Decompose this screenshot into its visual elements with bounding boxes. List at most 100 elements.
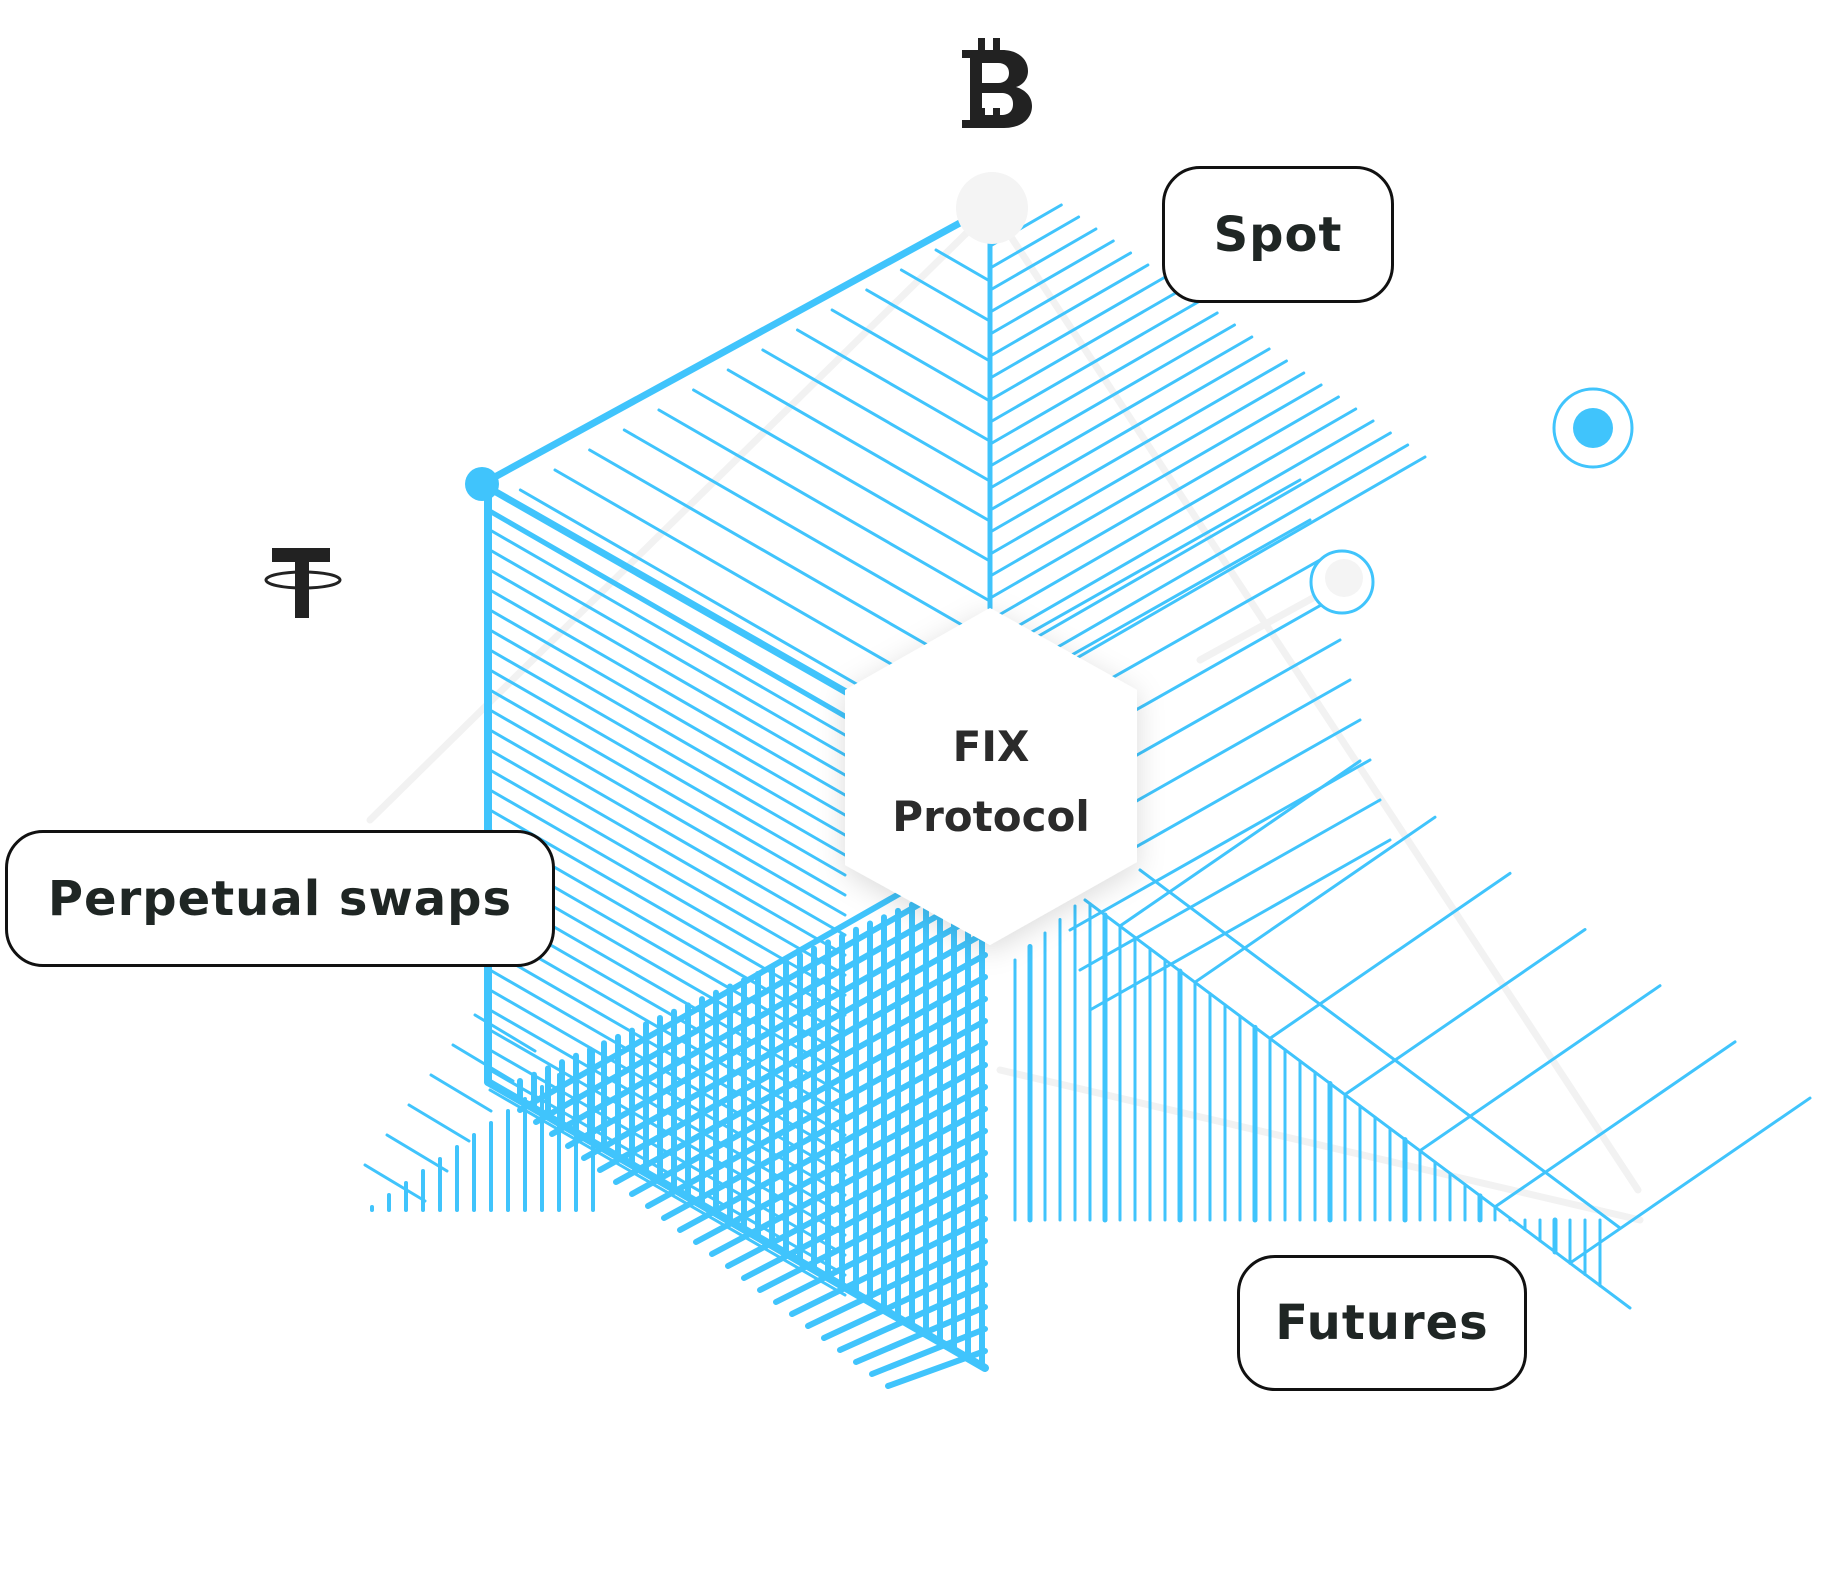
hatch-line: [488, 668, 847, 877]
hatch-line: [990, 215, 1081, 269]
hatch-line: [451, 1043, 515, 1083]
lower-left-face-hatching: [517, 842, 988, 1389]
hatch-line: [990, 227, 1098, 291]
hatch-line: [773, 1194, 988, 1305]
hatch-line: [869, 1326, 988, 1377]
hatch-line: [581, 930, 988, 1161]
hatch-line: [488, 688, 847, 897]
hatch-line: [1493, 1040, 1737, 1209]
hatch-line: [789, 1216, 988, 1317]
hatch-line: [998, 478, 1302, 652]
hexagon-title-line1: FIX: [952, 722, 1030, 771]
hatch-line: [385, 1133, 449, 1173]
spot-label-text: Spot: [1213, 206, 1343, 263]
left-vertex-node: [465, 467, 499, 501]
hatch-line: [363, 1163, 427, 1203]
hatch-line: [990, 395, 1340, 599]
spot-label[interactable]: Spot: [1162, 166, 1394, 303]
hatch-line: [1418, 984, 1662, 1153]
hatch-line: [1268, 871, 1512, 1040]
hatch-line: [661, 1040, 988, 1221]
perpetual-swaps-label[interactable]: Perpetual swaps: [5, 830, 555, 967]
hatch-line: [488, 648, 847, 857]
hatch-line: [830, 308, 990, 402]
left-fan-hatching: [363, 1013, 595, 1212]
hatch-line: [488, 508, 847, 717]
hatch-line: [865, 288, 990, 362]
hatch-line: [709, 1106, 988, 1257]
hatch-line: [677, 1062, 988, 1233]
hatch-line: [741, 1150, 988, 1281]
hatch-line: [407, 1103, 471, 1143]
edge-left-to-top: [478, 208, 984, 488]
hatch-line: [1078, 798, 1382, 972]
hatch-line: [597, 952, 988, 1173]
hatch-line: [488, 588, 847, 797]
hatch-line: [990, 251, 1133, 335]
hatch-line: [693, 1084, 988, 1245]
upper-right-face-hatching: [990, 203, 1427, 1012]
hatch-line: [692, 388, 990, 562]
hatch-line: [990, 311, 1219, 445]
hatch-line: [488, 748, 847, 957]
futures-label[interactable]: Futures: [1237, 1255, 1527, 1391]
hatch-line: [990, 371, 1306, 555]
hatch-line: [629, 996, 988, 1197]
hatch-line: [899, 268, 990, 322]
hatch-line: [645, 1018, 988, 1209]
hatch-line: [588, 448, 990, 682]
hatch-line: [990, 299, 1202, 423]
hatch-line: [549, 886, 988, 1137]
hatch-line: [990, 263, 1150, 357]
hatch-line: [726, 368, 990, 522]
hatch-line: [1138, 868, 1622, 1230]
hatch-line: [488, 628, 847, 837]
hatch-line: [429, 1073, 493, 1113]
hatch-line: [990, 419, 1375, 643]
perpetual-swaps-label-text: Perpetual swaps: [47, 870, 513, 927]
hatch-line: [1118, 759, 1362, 928]
hatch-line: [488, 608, 847, 817]
hatch-line: [990, 275, 1167, 379]
lower-right-face-hatching: [1013, 759, 1812, 1288]
hatch-line: [757, 1172, 988, 1293]
hatch-line: [821, 1260, 988, 1341]
hatch-line: [657, 408, 990, 602]
bitcoin-icon: [962, 38, 1032, 128]
hatch-line: [990, 383, 1323, 577]
fix-protocol-hexagon: [845, 608, 1137, 945]
hexagon-title-line2: Protocol: [892, 792, 1090, 841]
hatch-line: [488, 568, 847, 777]
cube-edges: [478, 208, 1632, 1372]
tether-icon: [264, 548, 342, 618]
hatch-line: [622, 428, 990, 642]
hatch-line: [1343, 928, 1587, 1097]
edge-lower-right-diagonal: [1083, 898, 1632, 1310]
hatch-line: [990, 335, 1254, 489]
hatch-line: [805, 1238, 988, 1329]
hatch-line: [990, 443, 1410, 687]
hatch-line: [934, 248, 990, 282]
hatch-line: [488, 528, 847, 737]
hatch-line: [488, 548, 847, 757]
hatch-line: [565, 908, 988, 1149]
hatch-line: [488, 708, 847, 917]
edge-left-to-center: [478, 480, 864, 704]
hatch-line: [1568, 1096, 1812, 1265]
hatch-line: [1193, 815, 1437, 984]
hatch-line: [1088, 838, 1392, 1012]
hatch-line: [795, 328, 990, 442]
hatch-line: [990, 359, 1288, 533]
hatch-line: [837, 1282, 988, 1353]
hatch-line: [990, 323, 1236, 467]
hatch-line: [488, 768, 847, 977]
target-node-icon: [1552, 387, 1634, 469]
futures-label-text: Futures: [1275, 1295, 1489, 1351]
hatch-line: [533, 864, 988, 1125]
hatch-line: [761, 348, 990, 482]
hatch-line: [990, 347, 1271, 511]
hatch-line: [990, 239, 1115, 313]
hatch-line: [613, 974, 988, 1185]
hatch-line: [990, 407, 1358, 621]
